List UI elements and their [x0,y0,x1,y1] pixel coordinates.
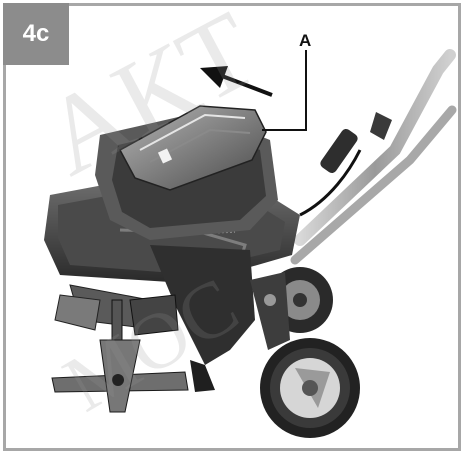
tiller-tines [51,284,189,413]
wheel-bracket [250,272,290,350]
arrow-up-left-icon [200,66,273,97]
rear-wheel-front [260,338,360,438]
handle-bars [290,49,457,265]
battery-pack [118,105,267,191]
step-label: 4c [3,3,69,65]
callout-label-a: A [299,31,312,50]
callout-leader-a [262,50,307,131]
tine-guard [150,245,255,392]
